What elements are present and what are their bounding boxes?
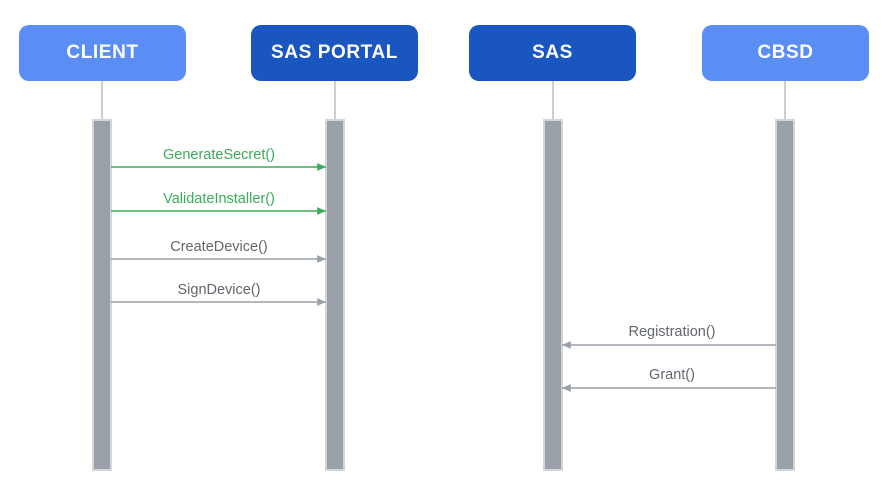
- participant-label-cbsd: CBSD: [757, 42, 814, 63]
- participant-label-sas-portal: SAS PORTAL: [270, 42, 399, 63]
- activation-bar-client: [92, 119, 112, 471]
- activation-bars-group: [92, 119, 795, 471]
- message-label-validate-installer: ValidateInstaller(): [163, 191, 275, 207]
- lifelines-group: [101, 81, 786, 470]
- activation-bar-sas-portal: [325, 119, 345, 471]
- participant-box-sas[interactable]: SAS: [469, 25, 636, 81]
- activation-bar-cbsd: [775, 119, 795, 471]
- message-label-create-device: CreateDevice(): [170, 239, 268, 255]
- message-label-sign-device: SignDevice(): [177, 282, 261, 298]
- participant-box-sas-portal[interactable]: SAS PORTAL: [251, 25, 418, 81]
- message-label-registration: Registration(): [628, 324, 716, 340]
- participant-box-cbsd[interactable]: CBSD: [702, 25, 869, 81]
- participant-label-sas: SAS: [532, 42, 573, 63]
- participant-label-client: CLIENT: [66, 42, 139, 63]
- activation-bar-sas: [543, 119, 563, 471]
- message-label-generate-secret: GenerateSecret(): [162, 147, 276, 163]
- participant-box-client[interactable]: CLIENT: [19, 25, 186, 81]
- message-arrows-group: [111, 163, 776, 392]
- message-label-grant: Grant(): [649, 367, 695, 383]
